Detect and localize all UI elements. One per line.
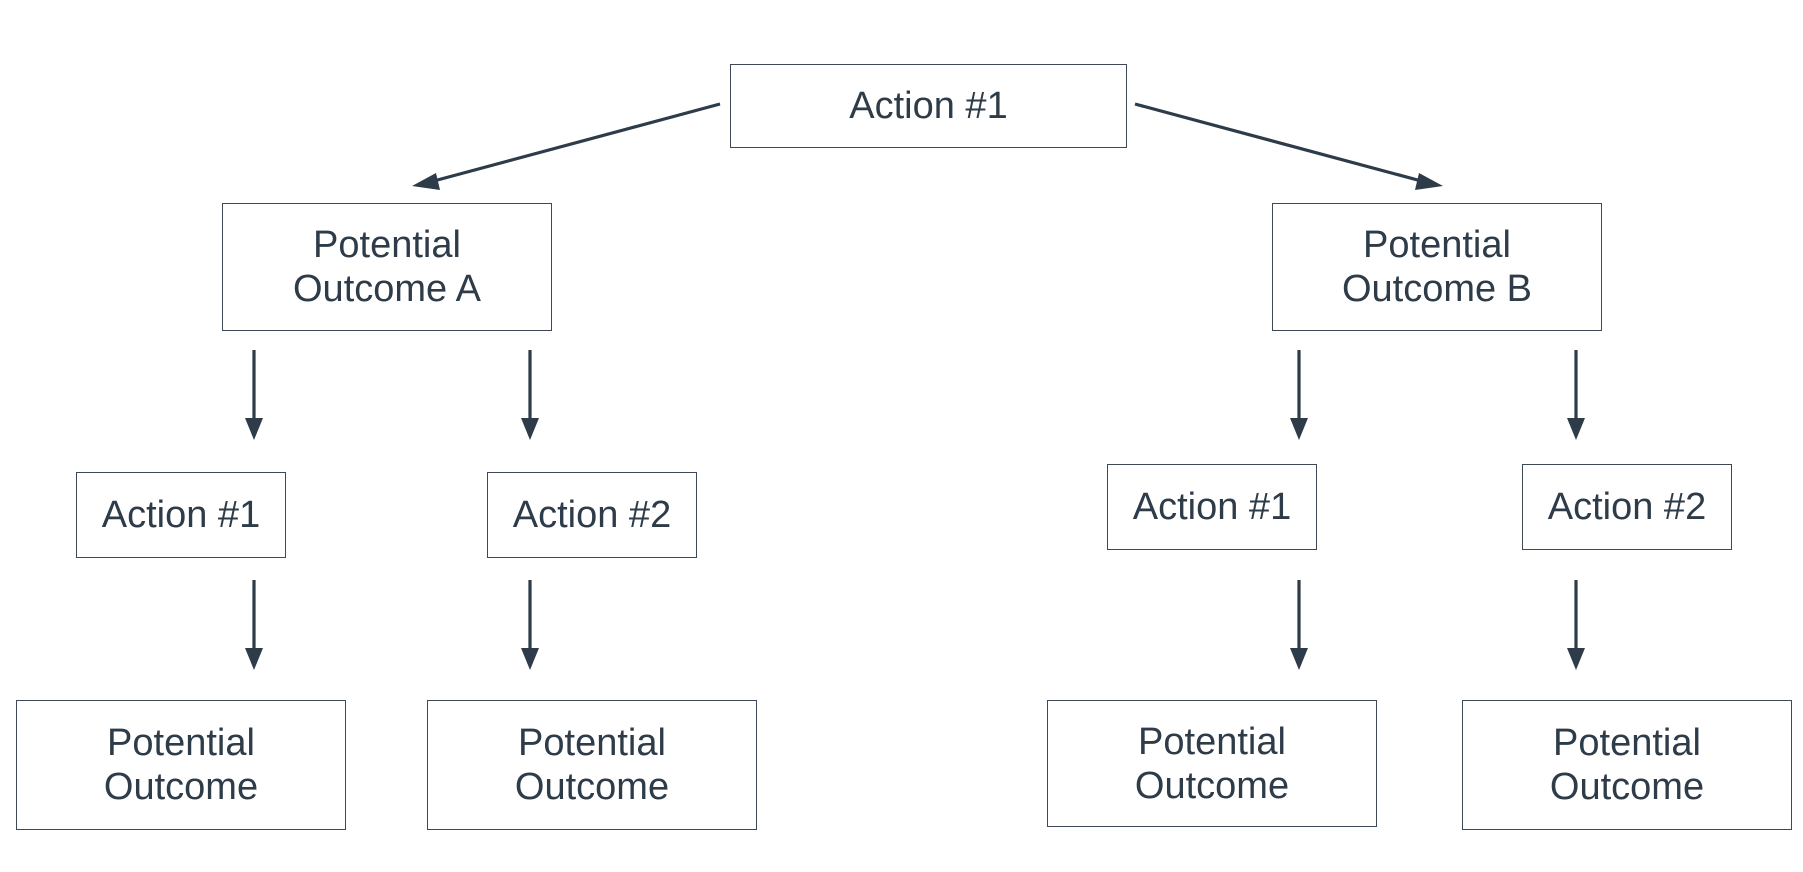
- root-action-box: Action #1: [730, 64, 1127, 148]
- outcome-b-box: Potential Outcome B: [1272, 203, 1602, 331]
- outcome-b-action-2-label: Action #2: [1547, 486, 1707, 528]
- b-action-2-outcome-box: Potential Outcome: [1462, 700, 1792, 830]
- a-action-1-outcome-label: Potential Outcome: [103, 722, 259, 808]
- outcome-b-action-1-box: Action #1: [1107, 464, 1317, 550]
- arrowhead-outcome-a-to-action-1: [245, 418, 263, 440]
- outcome-a-action-2-label: Action #2: [512, 494, 672, 536]
- arrowhead-b-action-2-to-outcome: [1567, 648, 1585, 670]
- arrow-root-to-outcome-a: [429, 102, 721, 184]
- outcome-b-label: Potential Outcome B: [1341, 224, 1533, 310]
- arrowhead-outcome-b-to-action-2: [1567, 418, 1585, 440]
- outcome-a-action-1-label: Action #1: [101, 494, 261, 536]
- arrowhead-outcome-b-to-action-1: [1290, 418, 1308, 440]
- arrowhead-b-action-1-to-outcome: [1290, 648, 1308, 670]
- arrow-root-to-outcome-b: [1134, 102, 1426, 184]
- b-action-1-outcome-label: Potential Outcome: [1134, 720, 1290, 807]
- outcome-a-label: Potential Outcome A: [293, 224, 481, 310]
- outcome-a-action-1-box: Action #1: [76, 472, 286, 558]
- arrowhead-root-to-outcome-b: [1415, 173, 1443, 190]
- arrowhead-a-action-1-to-outcome: [245, 648, 263, 670]
- a-action-1-outcome-box: Potential Outcome: [16, 700, 346, 830]
- a-action-2-outcome-label: Potential Outcome: [514, 722, 670, 808]
- arrowhead-root-to-outcome-a: [412, 173, 440, 190]
- root-action-label: Action #1: [849, 85, 1008, 127]
- outcome-a-box: Potential Outcome A: [222, 203, 552, 331]
- arrowhead-outcome-a-to-action-2: [521, 418, 539, 440]
- outcome-b-action-1-label: Action #1: [1132, 486, 1292, 528]
- outcome-a-action-2-box: Action #2: [487, 472, 697, 558]
- b-action-1-outcome-box: Potential Outcome: [1047, 700, 1377, 827]
- b-action-2-outcome-label: Potential Outcome: [1549, 722, 1705, 808]
- a-action-2-outcome-box: Potential Outcome: [427, 700, 757, 830]
- arrowhead-a-action-2-to-outcome: [521, 648, 539, 670]
- outcome-b-action-2-box: Action #2: [1522, 464, 1732, 550]
